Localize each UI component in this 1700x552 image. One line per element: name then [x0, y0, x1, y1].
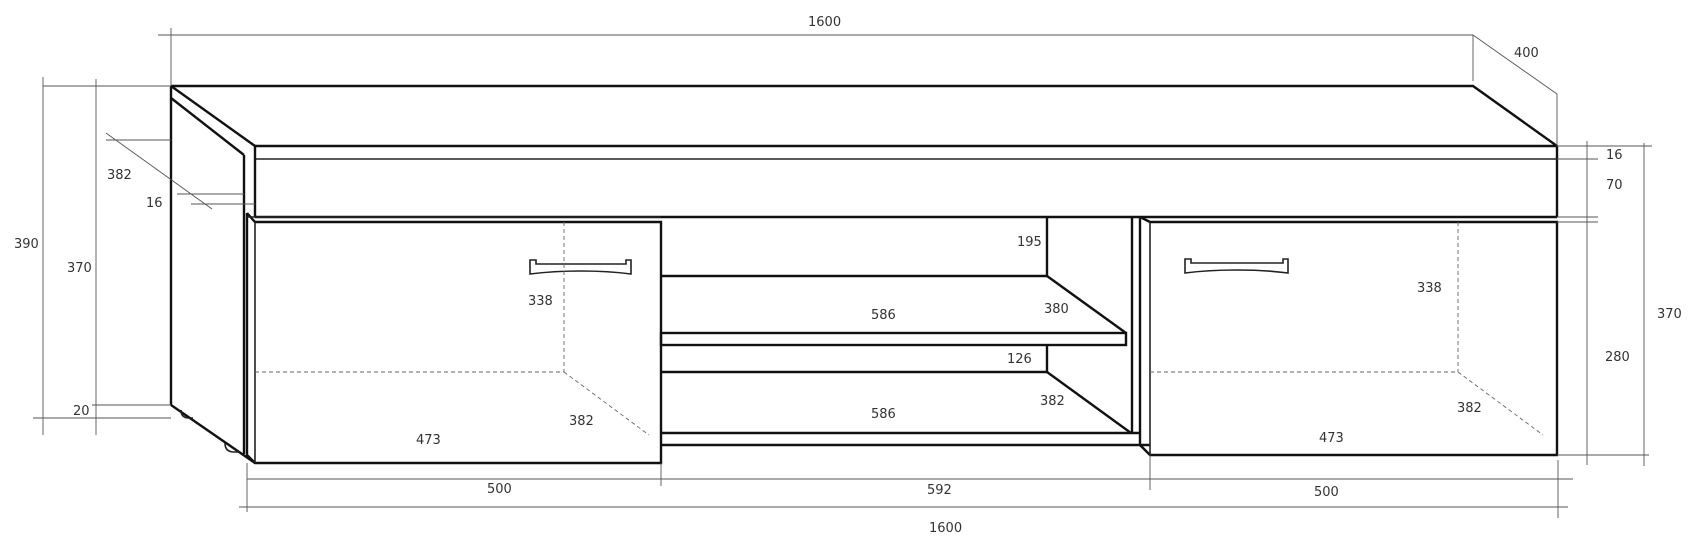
shelf [659, 331, 1128, 347]
dim-lower-niche-height: 126 [1007, 352, 1032, 367]
dim-bottom-width: 586 [871, 407, 896, 422]
dim-right-door-inner-height: 338 [1417, 281, 1442, 296]
dim-depth: 400 [1514, 46, 1539, 61]
left-door [245, 212, 663, 465]
feet [180, 409, 240, 453]
dim-drawer-band-height: 70 [1606, 178, 1623, 193]
dim-overall-width-bottom: 1600 [929, 521, 962, 536]
dimension-labels: 1600 400 390 370 382 16 20 16 70 280 370… [14, 15, 1682, 536]
dim-side-depth: 382 [107, 168, 132, 183]
dim-right-door-inner-depth: 382 [1457, 401, 1482, 416]
left-door-handle-icon [529, 259, 632, 275]
dim-left-door-inner-width: 473 [416, 433, 441, 448]
dim-lower-niche-depth: 382 [1040, 394, 1065, 409]
dim-height-body-right: 370 [1657, 307, 1682, 322]
dim-right-door-width: 500 [1314, 485, 1339, 500]
dim-left-door-width: 500 [487, 482, 512, 497]
right-door [1139, 215, 1559, 457]
dim-top-thickness-right: 16 [1606, 148, 1623, 163]
dim-right-door-inner-width: 473 [1319, 431, 1344, 446]
dim-left-door-inner-depth: 382 [569, 414, 594, 429]
middle-niche [659, 217, 1150, 447]
dim-shelf-width: 586 [871, 308, 896, 323]
dim-overall-width-top: 1600 [808, 15, 841, 30]
dim-height-total: 390 [14, 237, 39, 252]
dim-middle-width: 592 [927, 483, 952, 498]
top-left-diagonal [170, 85, 256, 147]
right-door-handle-icon [1184, 258, 1289, 274]
dim-height-body-left: 370 [67, 261, 92, 276]
dim-door-height: 280 [1605, 350, 1630, 365]
dimension-lines [33, 28, 1652, 518]
cabinet-body [169, 84, 1559, 464]
top-back-edge [171, 84, 1559, 217]
dim-left-door-inner-height: 338 [528, 294, 553, 309]
dim-foot-height: 20 [73, 404, 90, 419]
dim-shelf-depth: 380 [1044, 302, 1069, 317]
top-left-diagonal-inner [170, 97, 245, 156]
dim-upper-niche-height: 195 [1017, 235, 1042, 250]
dim-top-thickness-left: 16 [146, 196, 163, 211]
side-bottom-edge [170, 404, 256, 464]
